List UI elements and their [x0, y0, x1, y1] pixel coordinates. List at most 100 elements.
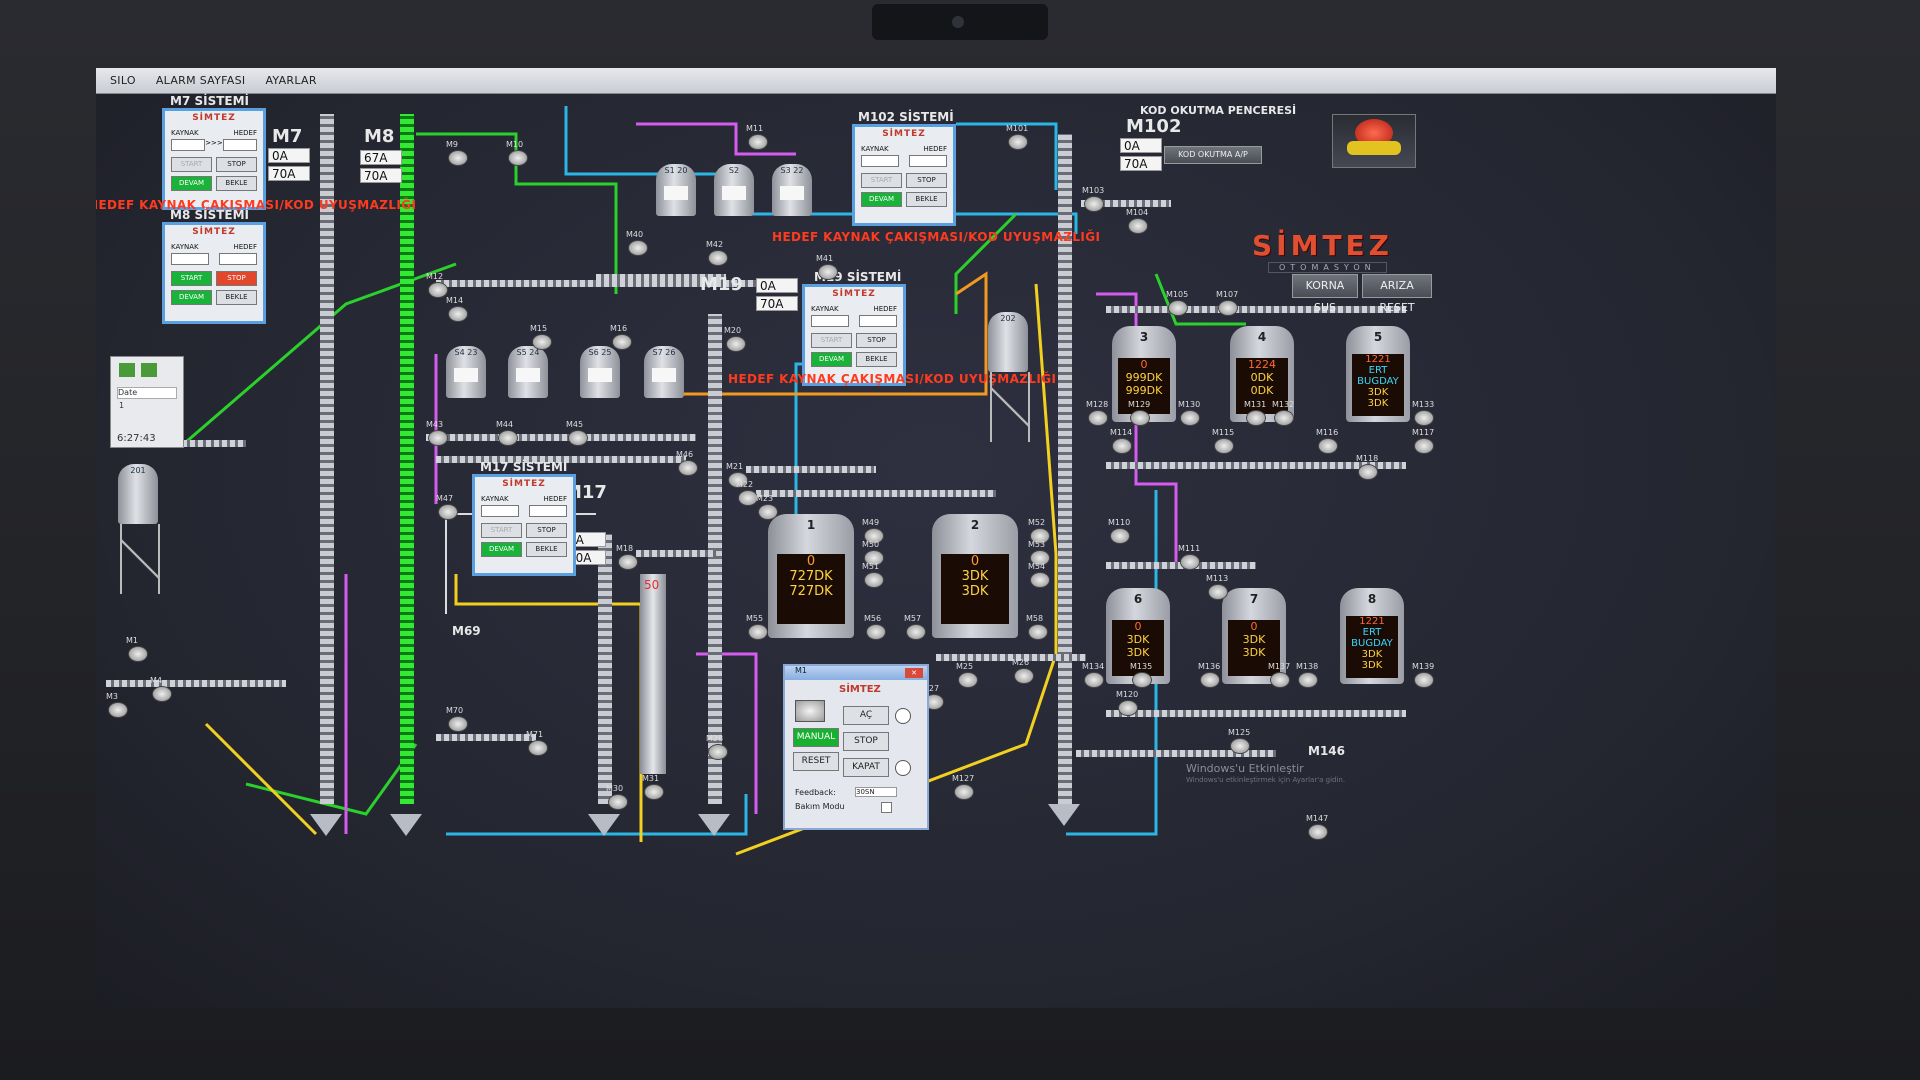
motor-tag[interactable]: M9: [446, 140, 458, 149]
devam-button[interactable]: DEVAM: [481, 542, 522, 557]
motor-tag[interactable]: M21: [726, 462, 744, 471]
stop-button[interactable]: STOP: [216, 157, 257, 172]
motor-icon[interactable]: [748, 624, 768, 640]
motor-tag[interactable]: M105: [1166, 290, 1189, 299]
motor-icon[interactable]: [1130, 410, 1150, 426]
motor-icon[interactable]: [758, 504, 778, 520]
menu-silo[interactable]: SILO: [110, 74, 136, 87]
motor-tag[interactable]: M134: [1082, 662, 1105, 671]
motor-tag[interactable]: M49: [862, 518, 880, 527]
bekle-button[interactable]: BEKLE: [526, 542, 567, 557]
motor-tag[interactable]: M50: [862, 540, 880, 549]
motor-tag[interactable]: M55: [746, 614, 764, 623]
devam-button[interactable]: DEVAM: [811, 352, 852, 367]
motor-icon[interactable]: [628, 240, 648, 256]
motor-icon[interactable]: [726, 336, 746, 352]
trend-forward-icon[interactable]: [141, 363, 157, 377]
motor-icon[interactable]: [1358, 464, 1378, 480]
bekle-button[interactable]: BEKLE: [216, 176, 257, 191]
motor-tag[interactable]: M54: [1028, 562, 1046, 571]
motor-tag[interactable]: M101: [1006, 124, 1029, 133]
motor-tag[interactable]: M130: [1178, 400, 1201, 409]
source-field[interactable]: [171, 139, 206, 151]
start-button[interactable]: START: [171, 157, 212, 172]
motor-icon[interactable]: [448, 150, 468, 166]
menu-alarm[interactable]: ALARM SAYFASI: [155, 74, 246, 87]
motor-icon[interactable]: [612, 334, 632, 350]
stop-button[interactable]: STOP: [216, 271, 257, 286]
motor-tag[interactable]: M71: [526, 730, 544, 739]
motor-icon[interactable]: [866, 624, 886, 640]
motor-tag[interactable]: M25: [956, 662, 974, 671]
motor-tag[interactable]: M138: [1296, 662, 1319, 671]
motor-icon[interactable]: [954, 784, 974, 800]
motor-tag[interactable]: M111: [1178, 544, 1201, 553]
source-field[interactable]: [171, 253, 209, 265]
motor-icon[interactable]: [958, 672, 978, 688]
motor-tag[interactable]: M47: [436, 494, 454, 503]
emergency-stop-icon[interactable]: [1332, 114, 1416, 168]
motor-icon[interactable]: [1246, 410, 1266, 426]
motor-icon[interactable]: [152, 686, 172, 702]
motor-icon[interactable]: [108, 702, 128, 718]
motor-icon[interactable]: [1110, 528, 1130, 544]
motor-tag[interactable]: M104: [1126, 208, 1149, 217]
motor-icon[interactable]: [1128, 218, 1148, 234]
motor-icon[interactable]: [1414, 438, 1434, 454]
source-field[interactable]: [481, 505, 519, 517]
motor-tag[interactable]: M125: [1228, 728, 1251, 737]
motor-tag[interactable]: M26: [1012, 658, 1030, 667]
motor-icon[interactable]: [1308, 824, 1328, 840]
devam-button[interactable]: DEVAM: [171, 176, 212, 191]
motor-tag[interactable]: M114: [1110, 428, 1133, 437]
motor-tag[interactable]: M103: [1082, 186, 1105, 195]
motor-tag[interactable]: M56: [864, 614, 882, 623]
source-field[interactable]: [811, 315, 849, 327]
motor-tag[interactable]: M110: [1108, 518, 1131, 527]
target-field[interactable]: [529, 505, 567, 517]
maintenance-checkbox[interactable]: [881, 802, 892, 813]
motor-icon[interactable]: [1030, 528, 1050, 544]
motor-tag[interactable]: M133: [1412, 400, 1435, 409]
motor-icon[interactable]: [1200, 672, 1220, 688]
motor-icon[interactable]: [1132, 672, 1152, 688]
motor-icon[interactable]: [1084, 196, 1104, 212]
motor-icon[interactable]: [448, 716, 468, 732]
motor-tag[interactable]: M41: [816, 254, 834, 263]
motor-icon[interactable]: [1230, 738, 1250, 754]
motor-icon[interactable]: [128, 646, 148, 662]
motor-icon[interactable]: [708, 250, 728, 266]
motor-tag[interactable]: M22: [736, 480, 754, 489]
stop-button[interactable]: STOP: [906, 173, 947, 188]
stop-button[interactable]: STOP: [526, 523, 567, 538]
motor-icon[interactable]: [528, 740, 548, 756]
motor-tag[interactable]: M115: [1212, 428, 1235, 437]
korna-sus-button[interactable]: KORNA SUS: [1292, 274, 1358, 314]
bekle-button[interactable]: BEKLE: [856, 352, 897, 367]
motor-icon[interactable]: [1180, 554, 1200, 570]
stop-button[interactable]: STOP: [856, 333, 897, 348]
motor-icon[interactable]: [1118, 700, 1138, 716]
motor-icon[interactable]: [1274, 410, 1294, 426]
target-field[interactable]: [219, 253, 257, 265]
motor-tag[interactable]: M57: [904, 614, 922, 623]
motor-icon[interactable]: [864, 528, 884, 544]
manual-button[interactable]: MANUAL: [793, 728, 839, 747]
motor-tag[interactable]: M16: [610, 324, 628, 333]
motor-icon[interactable]: [864, 572, 884, 588]
motor-icon[interactable]: [498, 430, 518, 446]
start-button[interactable]: START: [861, 173, 902, 188]
motor-tag[interactable]: M15: [530, 324, 548, 333]
motor-icon[interactable]: [748, 134, 768, 150]
motor-tag[interactable]: M43: [426, 420, 444, 429]
devam-button[interactable]: DEVAM: [171, 290, 212, 305]
kod-okutma-button[interactable]: KOD OKUTMA A/P: [1164, 146, 1262, 164]
motor-tag[interactable]: M14: [446, 296, 464, 305]
target-field[interactable]: [222, 139, 257, 151]
motor-tag[interactable]: M31: [642, 774, 660, 783]
devam-button[interactable]: DEVAM: [861, 192, 902, 207]
motor-tag[interactable]: M129: [1128, 400, 1151, 409]
motor-icon[interactable]: [1014, 668, 1034, 684]
motor-icon[interactable]: [1112, 438, 1132, 454]
motor-icon[interactable]: [1208, 584, 1228, 600]
